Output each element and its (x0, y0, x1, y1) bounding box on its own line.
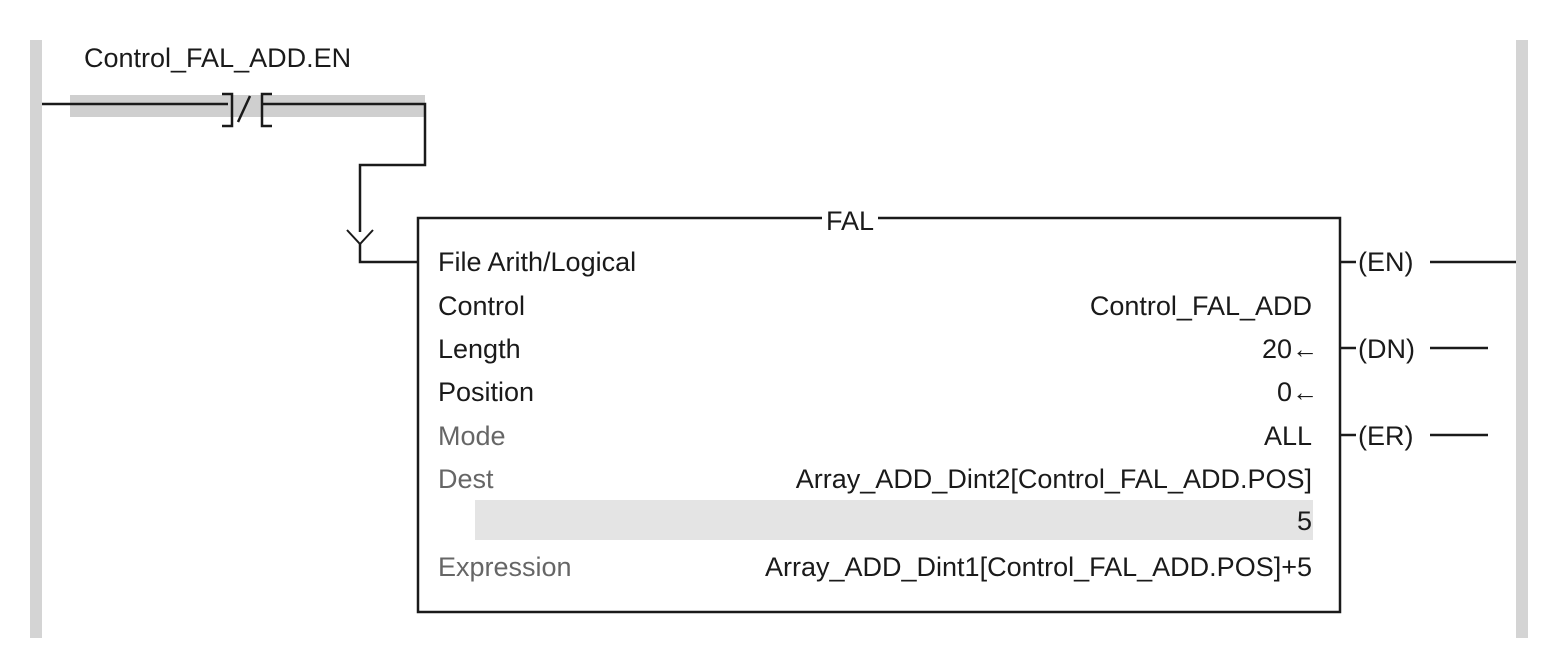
instruction-description: File Arith/Logical (438, 247, 637, 277)
dn-output-coil[interactable]: (DN) (1356, 333, 1417, 365)
left-power-rail (30, 40, 42, 638)
dn-output-label: DN (1367, 334, 1406, 364)
wire-contact-to-box (262, 102, 427, 232)
length-value[interactable]: 20 (1261, 334, 1292, 364)
instruction-mnemonic[interactable]: FAL (822, 205, 879, 237)
position-label: Position (438, 377, 535, 407)
er-output-coil[interactable]: (ER) (1356, 420, 1416, 452)
right-power-rail (1516, 40, 1528, 638)
er-output-label: ER (1367, 421, 1405, 451)
control-label: Control (438, 291, 526, 321)
dest-value-highlight (475, 500, 1313, 540)
contact-tag-label[interactable]: Control_FAL_ADD.EN (84, 43, 352, 73)
mode-label: Mode (438, 421, 506, 451)
position-value[interactable]: 0 (1276, 377, 1292, 407)
length-label: Length (438, 334, 521, 364)
en-output-label: EN (1367, 247, 1405, 277)
length-arrow-icon: ← (1292, 334, 1318, 364)
en-output-coil[interactable]: (EN) (1356, 246, 1416, 278)
fal-instruction-box (416, 216, 1342, 614)
mode-value[interactable]: ALL (1263, 421, 1312, 451)
expression-label: Expression (438, 552, 572, 582)
branch-fork-icon (346, 229, 374, 246)
dest-value[interactable]: Array_ADD_Dint2[Control_FAL_ADD.POS] (795, 464, 1312, 494)
dest-label: Dest (438, 464, 494, 494)
dest-live-value: 5 (1296, 506, 1312, 536)
control-value[interactable]: Control_FAL_ADD (1089, 291, 1312, 321)
xio-contact-icon (222, 92, 272, 128)
position-arrow-icon: ← (1292, 377, 1318, 407)
wire-into-box (358, 244, 418, 264)
expression-value[interactable]: Array_ADD_Dint1[Control_FAL_ADD.POS]+5 (765, 552, 1312, 582)
contact-highlight-band (70, 95, 425, 117)
